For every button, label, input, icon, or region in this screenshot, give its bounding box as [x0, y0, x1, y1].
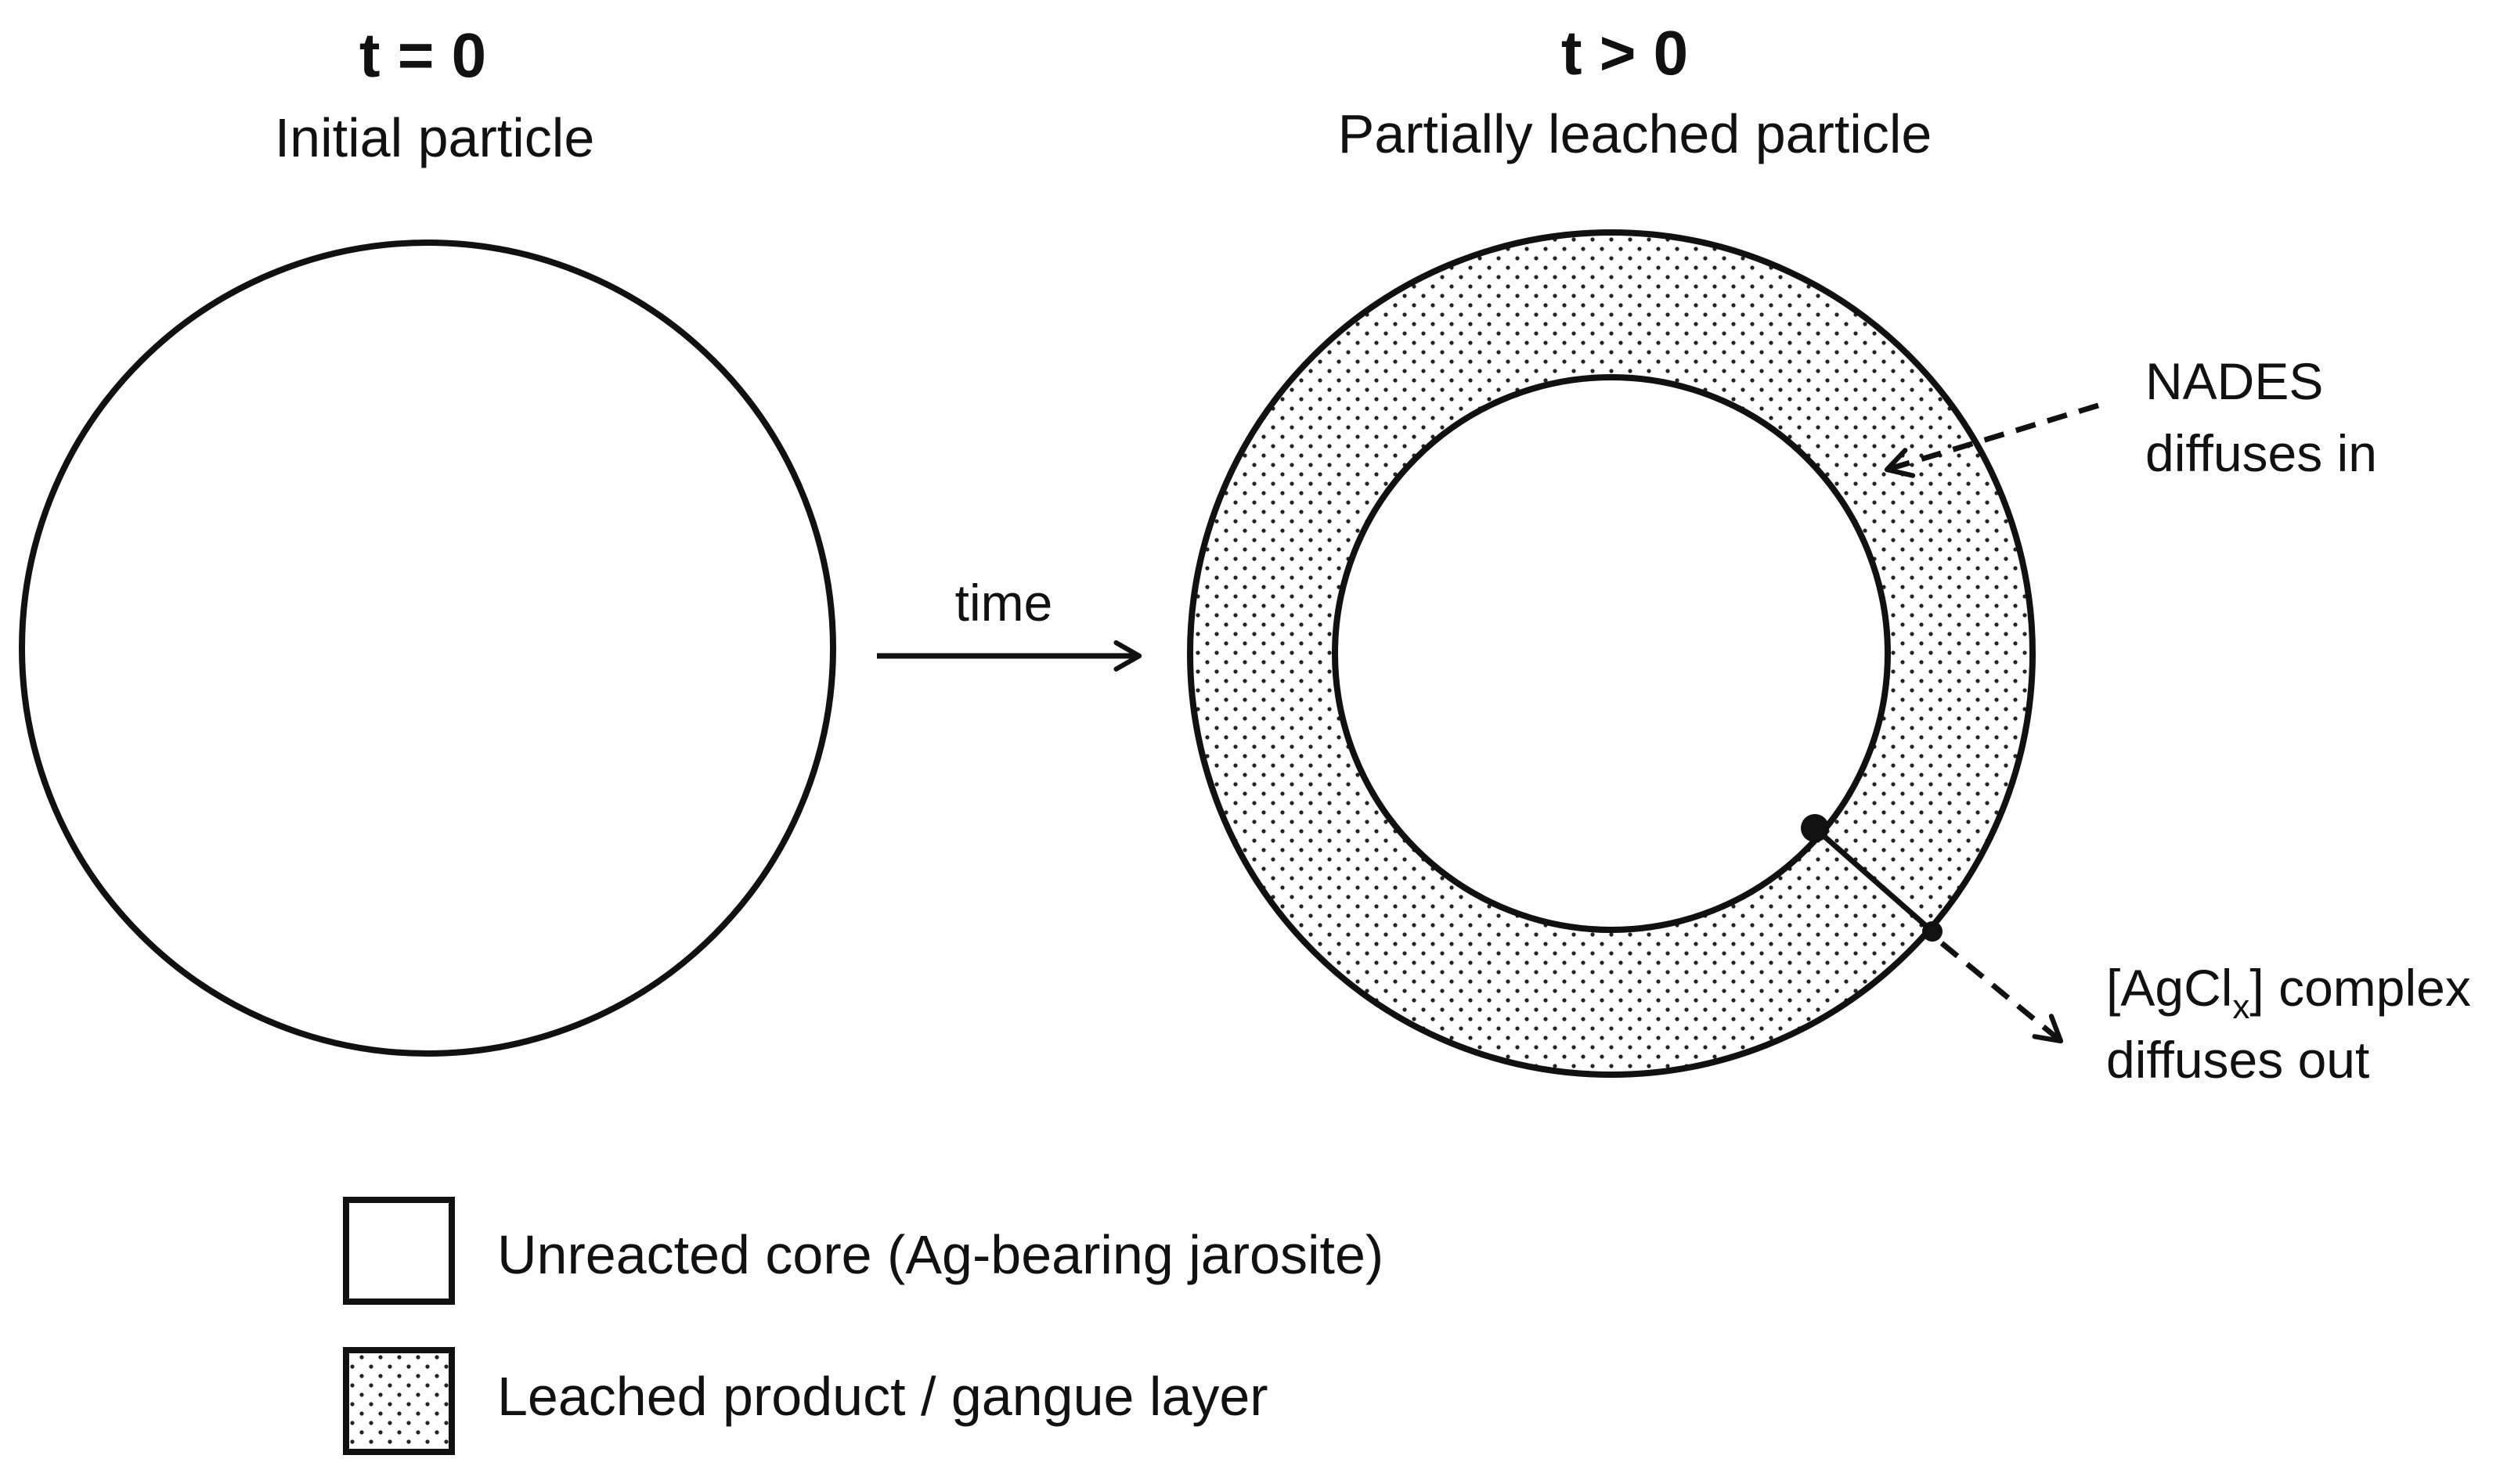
surface-point [1922, 921, 1943, 942]
complex-label-prefix: [AgCl [2106, 959, 2232, 1017]
complex-label-line2: diffuses out [2106, 1031, 2369, 1089]
right-subtitle: Partially leached particle [1338, 103, 1932, 164]
initial-particle [19, 240, 836, 1057]
legend: Unreacted core (Ag-bearing jarosite) Lea… [343, 1197, 1383, 1455]
left-time-label: t = 0 [359, 20, 486, 90]
complex-label-suffix: ] complex [2249, 959, 2470, 1017]
nades-label-line2: diffuses in [2145, 424, 2377, 482]
left-subtitle: Initial particle [275, 107, 595, 168]
right-time-label: t > 0 [1561, 18, 1688, 88]
legend-label-leached: Leached product / gangue layer [497, 1366, 1268, 1427]
diffusion-path [1813, 826, 1935, 934]
nades-inward-arrow [1884, 402, 2100, 478]
nades-label-line1: NADES [2145, 352, 2323, 410]
complex-label-subscript: x [2232, 988, 2249, 1026]
unreacted-core [1332, 374, 1891, 933]
legend-swatch-leached [343, 1347, 455, 1455]
legend-label-unreacted: Unreacted core (Ag-bearing jarosite) [497, 1224, 1383, 1285]
legend-swatch-unreacted [343, 1197, 455, 1305]
complex-outward-arrow [1939, 941, 2064, 1044]
time-arrow-label: time [955, 574, 1053, 632]
core-interface-point [1801, 814, 1829, 842]
complex-label-line1: [AgClx] complex [2106, 959, 2471, 1026]
